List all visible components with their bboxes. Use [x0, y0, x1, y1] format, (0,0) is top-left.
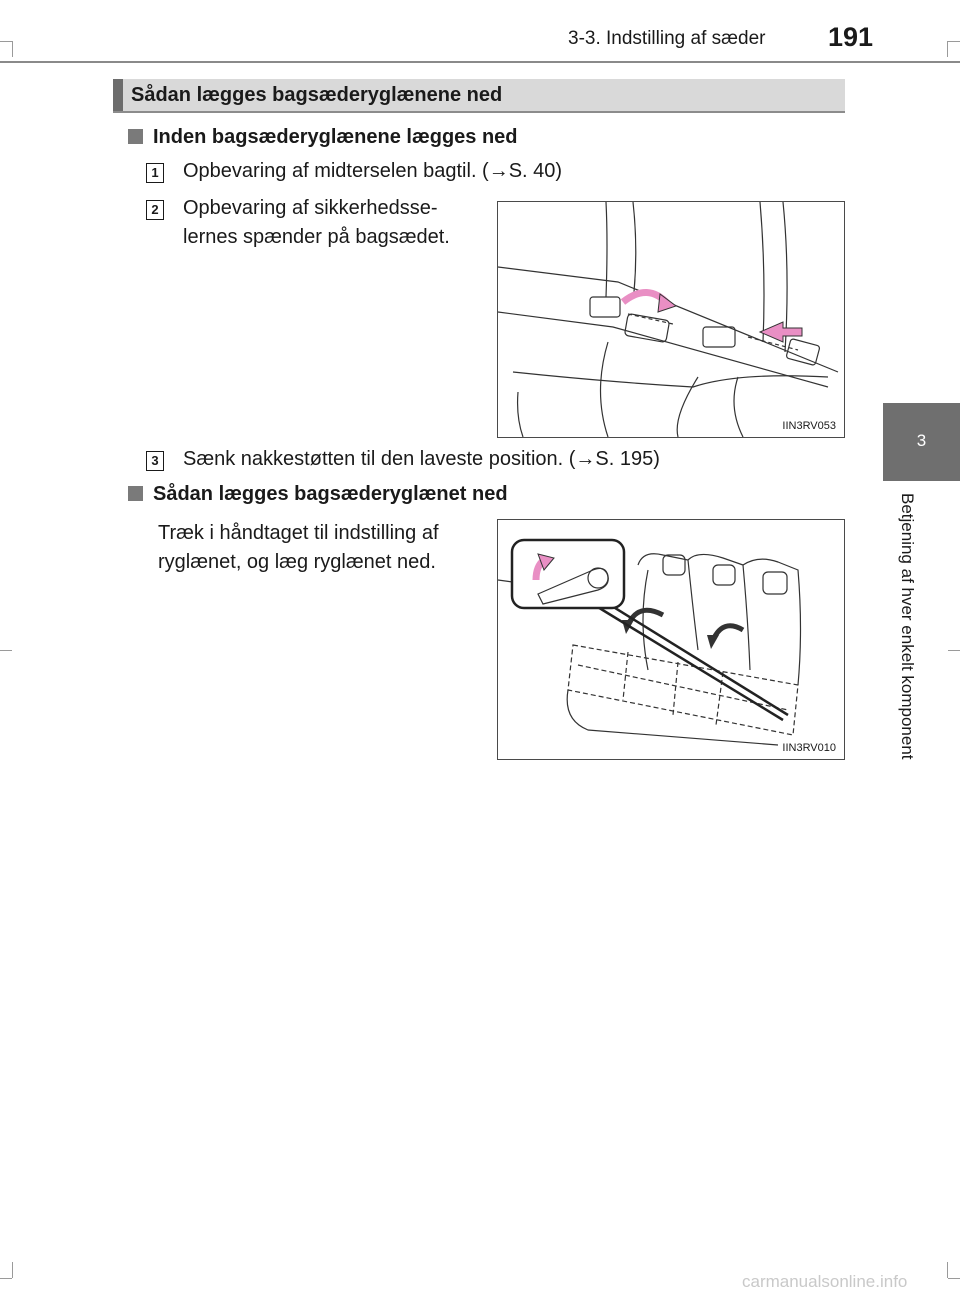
seatback-lever-drawing — [498, 538, 802, 746]
chapter-title: Betjening af hver enkelt komponent — [898, 493, 917, 760]
body-text-line: Træk i håndtaget til indstilling af — [158, 522, 439, 544]
seatback-lever-illustration: IIN3RV010 — [497, 519, 845, 760]
running-header-title: 3-3. Indstilling af sæder — [568, 28, 766, 49]
step-text-line: Opbevaring af sikkerhedsse- — [183, 197, 438, 219]
chapter-tab: 3 — [883, 403, 960, 481]
header-rule — [0, 61, 960, 63]
body-text-line: ryglænet, og læg ryglænet ned. — [158, 551, 436, 573]
crop-mark — [0, 1278, 12, 1279]
step-number-badge: 2 — [146, 200, 164, 220]
section-title: Sådan lægges bagsæderyglænene ned — [131, 84, 503, 106]
subsection-title: Sådan lægges bagsæderyglænet ned — [153, 483, 508, 505]
figure-code: IIN3RV053 — [782, 420, 836, 432]
chapter-number: 3 — [916, 431, 927, 450]
section-heading-bar: Sådan lægges bagsæderyglænene ned — [113, 79, 845, 113]
crop-mark — [948, 1278, 960, 1279]
crop-mark — [12, 41, 13, 57]
seatbelt-buckle-illustration: IIN3RV053 — [497, 201, 845, 438]
page-number: 191 — [828, 22, 874, 52]
crop-mark — [947, 41, 948, 57]
step-number-badge: 1 — [146, 163, 164, 183]
square-bullet-icon — [128, 129, 143, 144]
step-number-badge: 3 — [146, 451, 164, 471]
subsection-heading: Inden bagsæderyglænene lægges ned — [128, 126, 518, 149]
crop-mark — [948, 650, 960, 651]
watermark: carmanualsonline.info — [742, 1272, 908, 1291]
seatbelt-buckle-drawing — [498, 202, 839, 437]
subsection-title: Inden bagsæderyglænene lægges ned — [153, 126, 518, 148]
subsection-heading: Sådan lægges bagsæderyglænet ned — [128, 483, 508, 506]
crop-mark — [0, 41, 12, 42]
crop-mark — [12, 1262, 13, 1278]
chapter-title-wrap: Betjening af hver enkelt komponent — [883, 481, 931, 811]
crop-mark — [947, 1262, 948, 1278]
figure-code: IIN3RV010 — [782, 742, 836, 754]
crop-mark — [948, 41, 960, 42]
step-text-line: lernes spænder på bagsædet. — [183, 226, 450, 248]
step-text: Sænk nakkestøtten til den laveste positi… — [183, 448, 660, 470]
crop-mark — [0, 650, 12, 651]
square-bullet-icon — [128, 486, 143, 501]
section-bar-accent — [113, 79, 123, 111]
step-text: Opbevaring af midterselen bagtil. (→S. 4… — [183, 160, 563, 182]
